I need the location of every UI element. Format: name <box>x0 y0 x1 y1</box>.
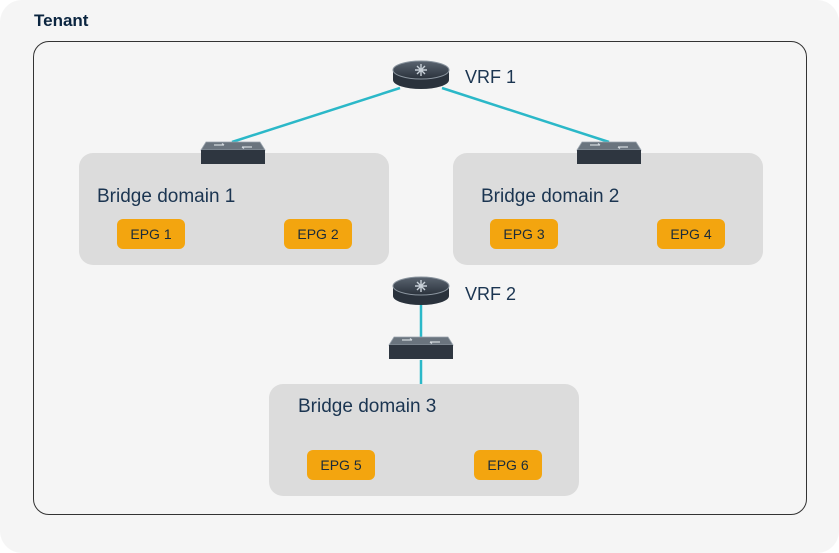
tenant-label: Tenant <box>34 11 89 30</box>
vrf-1-label: VRF 1 <box>465 67 517 87</box>
router-icon <box>392 60 450 89</box>
bridge-domain-3-label: Bridge domain 3 <box>298 396 437 417</box>
vrf-2-label: VRF 2 <box>465 284 517 304</box>
bridge-domain-2-label: Bridge domain 2 <box>481 186 620 207</box>
epg-6: EPG 6 <box>474 450 542 480</box>
epg-1: EPG 1 <box>117 219 185 249</box>
router-icon <box>392 276 450 305</box>
epg-2: EPG 2 <box>284 219 352 249</box>
link-vrf1-bd2 <box>441 86 610 144</box>
switch-icon <box>200 141 266 164</box>
switch-icon <box>388 336 454 359</box>
bridge-domain-1-label: Bridge domain 1 <box>97 186 236 207</box>
switch-icon <box>576 141 642 164</box>
epg-3: EPG 3 <box>490 219 558 249</box>
link-vrf1-bd1 <box>231 86 401 144</box>
epg-5: EPG 5 <box>307 450 375 480</box>
epg-4: EPG 4 <box>657 219 725 249</box>
